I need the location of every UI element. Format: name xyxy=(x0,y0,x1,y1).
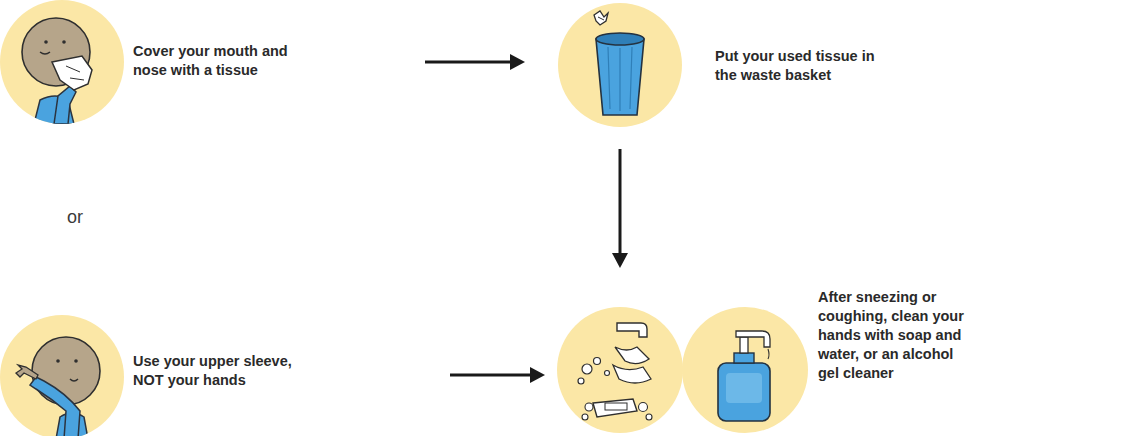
badge-circle xyxy=(557,307,683,433)
pump-bottle-drawing xyxy=(718,331,770,421)
arrow-head xyxy=(612,253,628,268)
badge-circle xyxy=(682,307,808,433)
arrow-shaft xyxy=(619,149,622,256)
alternative-label: or xyxy=(67,207,83,228)
gel-bottle-illustration xyxy=(682,307,808,433)
arrow-shaft xyxy=(450,374,533,377)
step-text: Use your upper sleeve, NOT your hands xyxy=(133,352,305,390)
person-figure xyxy=(22,18,92,124)
step-text: After sneezing or coughing, clean your h… xyxy=(818,288,973,383)
wastebasket-drawing xyxy=(594,11,644,115)
arrow-head xyxy=(530,367,545,383)
flow-arrow xyxy=(450,367,545,383)
step-text: Cover your mouth and nose with a tissue xyxy=(133,42,305,80)
badge-circle xyxy=(0,315,124,436)
arrow-shaft xyxy=(425,61,513,64)
handwash-drawing xyxy=(578,323,652,420)
wastebasket-illustration xyxy=(558,3,682,127)
step-node: After sneezing or coughing, clean your h… xyxy=(557,285,987,436)
badge-circle xyxy=(0,0,124,124)
sleeve-illustration xyxy=(0,315,124,436)
arrow-head xyxy=(510,54,525,70)
person-figure xyxy=(16,337,100,436)
step-node: Put your used tissue in the waste basket xyxy=(558,3,888,127)
step-node: Cover your mouth and nose with a tissue xyxy=(0,0,420,124)
handwash-illustration xyxy=(557,307,683,433)
badge-circle xyxy=(558,3,682,127)
step-text: Put your used tissue in the waste basket xyxy=(715,47,887,85)
flow-arrow xyxy=(612,149,628,268)
step-node: Use your upper sleeve, NOT your hands xyxy=(0,315,445,436)
flow-arrow xyxy=(425,54,525,70)
tissue-illustration xyxy=(0,0,124,124)
